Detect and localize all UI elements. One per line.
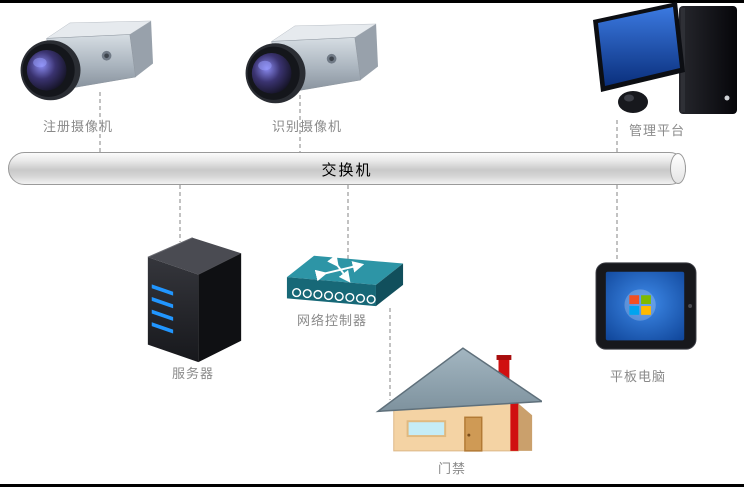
- tablet-label: 平板电脑: [609, 369, 666, 384]
- bottom-border: [0, 484, 744, 487]
- top-border: [0, 0, 744, 3]
- register-camera-icon: [8, 15, 153, 112]
- network-controller-label: 网络控制器: [296, 313, 367, 328]
- bus-end-cap: [670, 153, 686, 184]
- network-switch-icon: [286, 250, 404, 310]
- house-icon: [374, 342, 542, 456]
- desktop-computer-icon: [593, 0, 744, 122]
- switch-bus: 交换机: [8, 152, 686, 185]
- recognition-camera-label: 识别摄像机: [271, 119, 342, 134]
- server-label: 服务器: [171, 366, 214, 381]
- server-tower-icon: [142, 228, 247, 366]
- recognition-camera-icon: [233, 18, 378, 115]
- tablet-icon: [592, 258, 700, 356]
- management-platform-label: 管理平台: [628, 123, 685, 138]
- register-camera-label: 注册摄像机: [42, 119, 113, 134]
- access-control-label: 门禁: [437, 461, 466, 476]
- bus-label: 交换机: [321, 162, 373, 179]
